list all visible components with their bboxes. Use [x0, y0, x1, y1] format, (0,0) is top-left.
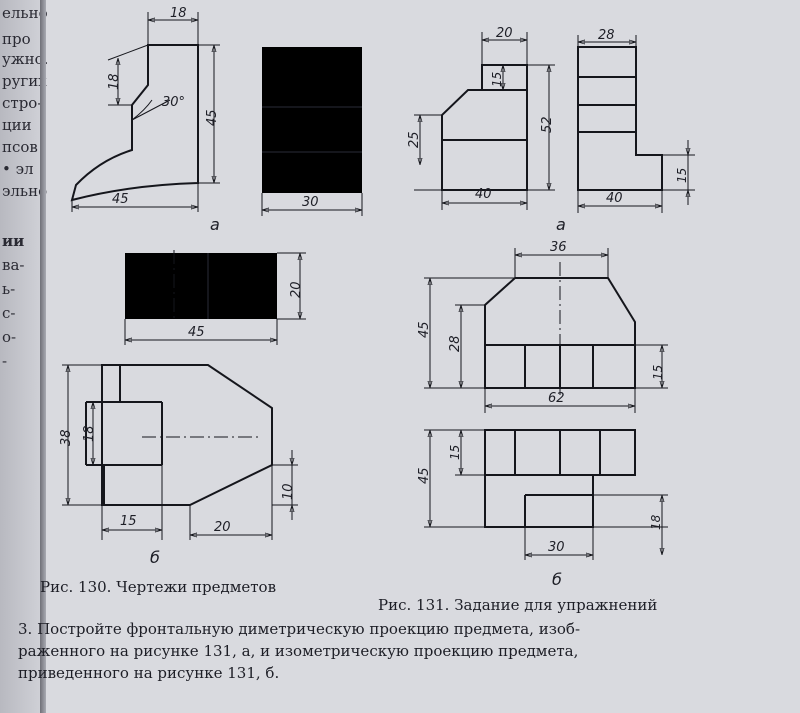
book-spine: [40, 0, 46, 713]
dim-label: 28: [448, 335, 463, 352]
dim-label: 20: [214, 520, 231, 535]
figure130-caption: Рис. 130. Чертежи предметов: [40, 578, 277, 596]
left-page-text: с-: [2, 304, 16, 322]
dim-label: 52: [540, 116, 555, 133]
left-page-text: ва-: [2, 256, 25, 274]
left-page-text: псов: [2, 138, 38, 156]
dim-label: 18: [170, 6, 187, 21]
dim-label: 15: [490, 72, 504, 87]
fig130-b-front-view: 38 18 15 20 10 б: [59, 364, 298, 567]
left-page-text: стро-: [2, 94, 43, 112]
dim-label: 36: [550, 240, 567, 255]
dim-label: 15: [448, 445, 462, 460]
view-label: б: [150, 548, 160, 567]
dim-label: 20: [496, 26, 513, 41]
dim-label: 30: [302, 195, 319, 210]
dim-label: 40: [475, 187, 492, 202]
dim-label: 45: [188, 325, 205, 340]
task-line-3: приведенного на рисунке 131, б.: [18, 664, 280, 682]
task-line-2: раженного на рисунке 131, а, и изометрич…: [18, 642, 579, 660]
dim-label: 20: [289, 281, 304, 298]
left-page-text: ь-: [2, 280, 16, 298]
fig130-a-front-view: 18 18 30° 45 45: [70, 6, 220, 212]
left-page-text: ужно.: [2, 50, 49, 68]
dim-label: 15: [675, 168, 689, 183]
task-line-1: 3. Постройте фронтальную диметрическую п…: [18, 618, 788, 640]
view-label: а: [556, 215, 566, 234]
left-page-edge: ельно про ужно. ругих стро- ции псов • э…: [0, 0, 48, 713]
fig131-b-top-view: 45 15 18 30 б: [417, 429, 668, 589]
dim-label: 45: [205, 109, 220, 126]
dim-label: 38: [59, 429, 74, 446]
dim-label: 45: [417, 321, 432, 338]
left-page-text: • эл: [2, 160, 34, 178]
fig131-b-front-view: 36 45 28 15 62: [417, 240, 668, 413]
dim-label: 15: [651, 365, 665, 380]
dim-label: 25: [407, 131, 422, 148]
exercise-task: 3. Постройте фронтальную диметрическую п…: [18, 618, 788, 684]
dim-label: 45: [417, 467, 432, 484]
dim-label: 30°: [162, 95, 185, 110]
dim-label: 45: [112, 192, 129, 207]
left-page-text: о-: [2, 328, 17, 346]
figure131-caption: Рис. 131. Задание для упражнений: [378, 596, 658, 614]
dim-label: 15: [120, 514, 137, 529]
fig131-a-side-view: 28 15 40 а: [556, 28, 695, 234]
task-text: Постройте фронтальную диметрическую прое…: [37, 620, 581, 638]
dim-label: 62: [548, 391, 565, 406]
dim-label: 30: [548, 540, 565, 555]
left-page-text: ельно: [2, 4, 48, 22]
task-number: 3.: [18, 620, 33, 638]
view-label: а: [210, 215, 220, 234]
fig130-a-side-view: 30 а: [210, 47, 363, 234]
left-page-text: ругих: [2, 72, 47, 90]
dim-label: 10: [281, 483, 296, 500]
dim-label: 18: [107, 73, 122, 90]
left-page-text: ии: [2, 232, 25, 250]
dim-label: 28: [598, 28, 615, 43]
dim-label: 40: [606, 191, 623, 206]
left-page-text: -: [2, 352, 8, 370]
left-page-text: про: [2, 30, 31, 48]
view-label: б: [552, 570, 562, 589]
fig131-a-front-view: 20 15 52 25 40: [407, 26, 555, 210]
left-page-text: ции: [2, 116, 32, 134]
dim-label: 18: [82, 425, 97, 442]
left-page-text: эльно: [2, 182, 48, 200]
dim-label: 18: [649, 514, 663, 530]
fig130-b-top-view: 20 45: [124, 250, 306, 345]
